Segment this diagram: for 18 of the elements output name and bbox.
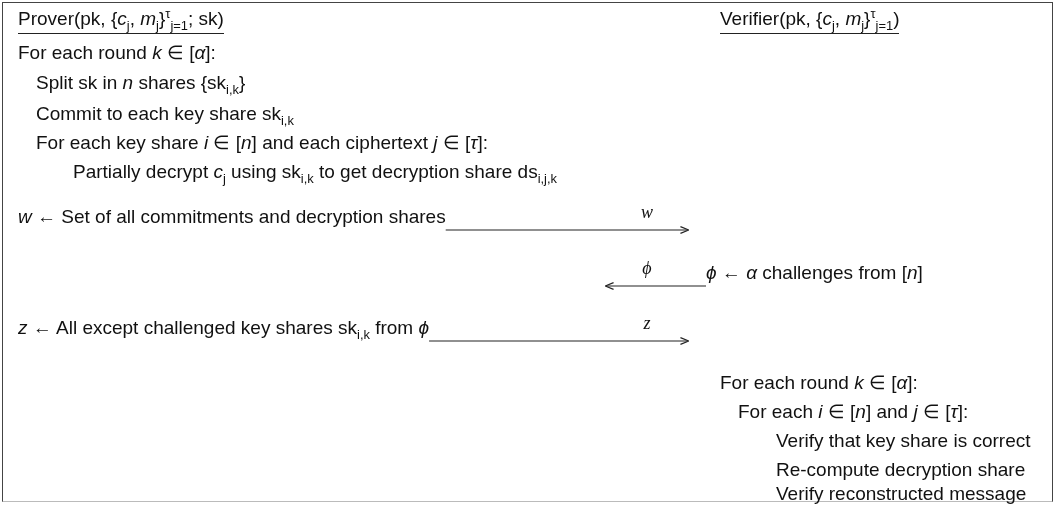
- message-step: ϕ ← α challenges from [n]: [706, 260, 923, 294]
- protocol-step: Verify reconstructed message: [776, 481, 1027, 506]
- party-heading: Verifier(pk, {c$_{j}$, m$_{j}$}$^{τ}$$_{j=1}$): [720, 7, 900, 34]
- protocol-step: Partially decrypt c$_{j}$ using sk$_{i,k}$ to get decryption share ds$_{i,j,k}$: [73, 159, 557, 185]
- protocol-step: For each round k ∈ [α]:: [18, 40, 216, 66]
- protocol-step: For each key share i ∈ [n] and each ciphertext j ∈ [τ]:: [36, 130, 488, 156]
- arrow: [604, 282, 707, 290]
- party-heading: Prover(pk, {c$_{j}$, m$_{j}$}$^{τ}$$_{j=1}$; sk): [18, 7, 224, 34]
- protocol-step: For each i ∈ [n] and j ∈ [τ]:: [738, 399, 969, 425]
- message-step: w ← Set of all commitments and decryption shares: [18, 204, 446, 238]
- arrow: [445, 226, 690, 234]
- arrow: [428, 337, 690, 345]
- message-step: z ← All except challenged key shares sk$_{i,k}$ from ϕ: [18, 315, 430, 349]
- protocol-step: For each round k ∈ [α]:: [720, 370, 918, 396]
- protocol-step: Commit to each key share sk$_{i,k}$: [36, 101, 294, 127]
- protocol-step: Re-compute decryption share: [776, 457, 1026, 483]
- protocol-step: Verify that key share is correct: [776, 428, 1031, 454]
- protocol-step: Split sk in n shares {sk$_{i,k}$}: [36, 70, 246, 96]
